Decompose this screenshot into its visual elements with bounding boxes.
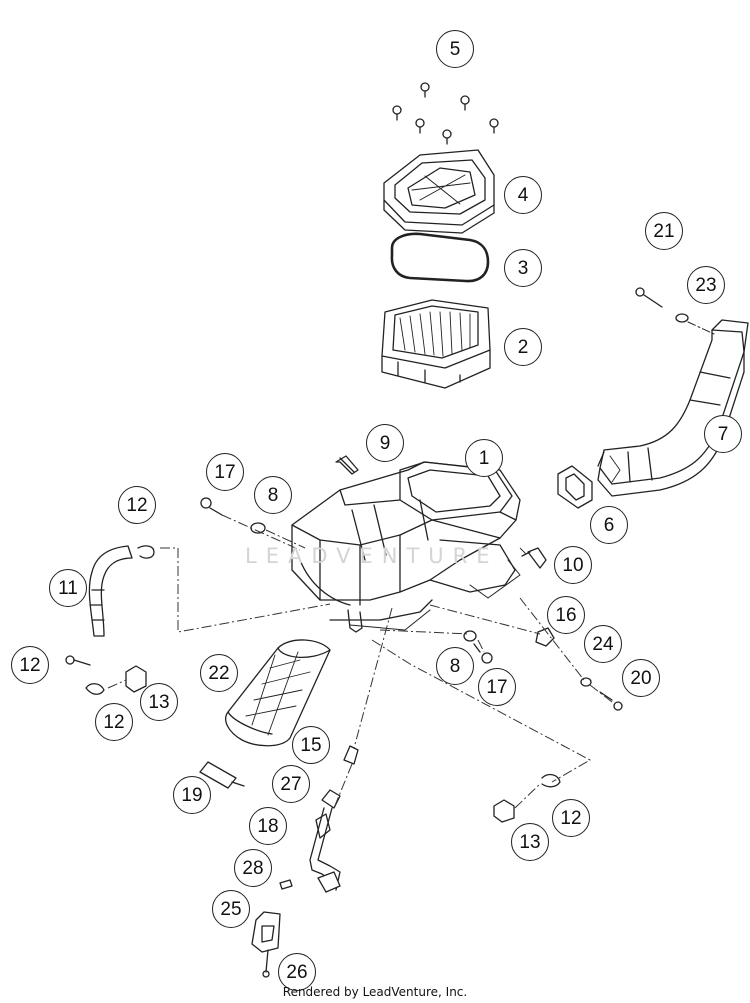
- screw-part-26: [262, 949, 270, 978]
- callout-8-upper: 8: [254, 476, 292, 514]
- callout-20: 20: [622, 659, 660, 697]
- watermark: LEADVENTURE: [245, 544, 499, 568]
- assembly-lines: [107, 514, 613, 809]
- clamp-part-12-lower-left: [85, 683, 105, 695]
- clip-part-9: [335, 455, 359, 475]
- gasket-part-3: [390, 232, 490, 283]
- hose-part-11: [88, 545, 133, 637]
- credit-line: Rendered by LeadVenture, Inc.: [282, 985, 468, 999]
- filter-cover-part-4: [383, 149, 495, 234]
- plug-part-13-right: [493, 799, 515, 823]
- washer-part-23: [675, 313, 689, 323]
- callout-25: 25: [212, 890, 250, 928]
- callout-7: 7: [704, 415, 742, 453]
- intake-duct-part-7: [597, 319, 749, 497]
- callout-6: 6: [590, 506, 628, 544]
- fitting-part-15: [343, 745, 359, 765]
- callout-4: 4: [504, 176, 542, 214]
- callout-12-upper: 12: [118, 486, 156, 524]
- grommet-part-16: [535, 627, 555, 647]
- washer-part-8-right: [463, 630, 477, 642]
- grommet-part-6: [557, 465, 593, 509]
- callout-21: 21: [645, 212, 683, 250]
- washer-part-24: [580, 677, 592, 687]
- nipple-part-10: [521, 547, 547, 569]
- callout-16: 16: [547, 596, 585, 634]
- callout-15: 15: [292, 726, 330, 764]
- callout-17-upper: 17: [206, 453, 244, 491]
- bracket-part-25: [251, 911, 281, 953]
- screw-part-21: [635, 287, 663, 308]
- callout-17-lower: 17: [478, 668, 516, 706]
- callout-24: 24: [584, 625, 622, 663]
- screw-part-17-left: [200, 497, 223, 516]
- air-filter-part-2: [381, 299, 491, 389]
- screw-part-20: [599, 691, 623, 711]
- callout-23: 23: [687, 266, 725, 304]
- callout-12-lower-left: 12: [95, 703, 133, 741]
- callout-13-right: 13: [511, 823, 549, 861]
- sensor-part-19: [199, 761, 245, 789]
- clamp-part-12-right: [541, 773, 561, 788]
- clamp-part-12-left: [65, 655, 91, 666]
- callout-13-left: 13: [140, 683, 178, 721]
- callout-28: 28: [234, 849, 272, 887]
- spring-part-28: [279, 879, 293, 890]
- clamp-part-12-upper-left: [137, 545, 155, 559]
- callout-11: 11: [49, 569, 87, 607]
- tube-part-18: [309, 789, 341, 893]
- intake-boot-part-22: [225, 639, 331, 747]
- callout-3: 3: [504, 249, 542, 287]
- callout-18: 18: [249, 807, 287, 845]
- callout-2: 2: [504, 328, 542, 366]
- callout-19: 19: [173, 776, 211, 814]
- screw-part-17-right: [473, 643, 493, 664]
- callout-12-right: 12: [552, 799, 590, 837]
- callout-1: 1: [465, 439, 503, 477]
- callout-9: 9: [366, 424, 404, 462]
- screws-part-5: [392, 82, 499, 145]
- callout-8-lower: 8: [436, 647, 474, 685]
- callout-5: 5: [436, 30, 474, 68]
- plug-part-13-left: [125, 665, 147, 693]
- air-filter-box-part-1: [291, 461, 521, 633]
- callout-27: 27: [272, 765, 310, 803]
- callout-22: 22: [200, 654, 238, 692]
- callout-12-left: 12: [11, 646, 49, 684]
- callout-26: 26: [278, 953, 316, 991]
- callout-10: 10: [554, 546, 592, 584]
